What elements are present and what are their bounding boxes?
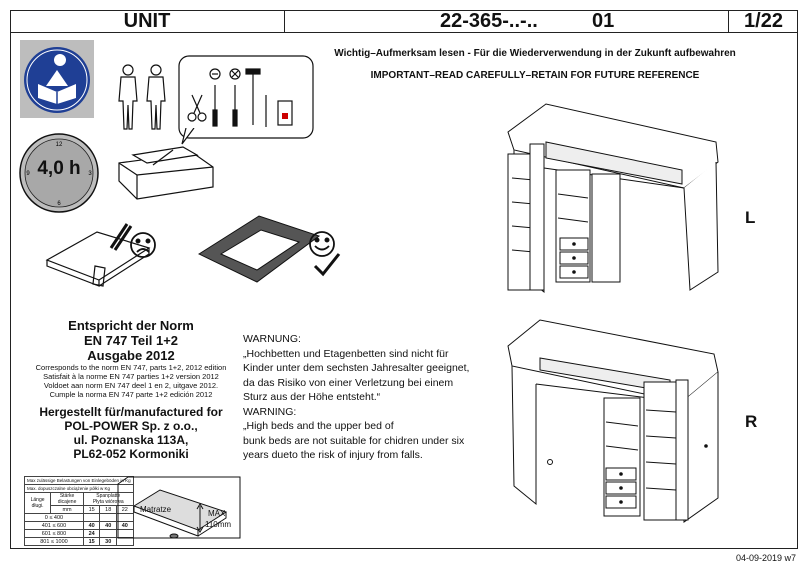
assembly-clock-icon: 12 3 6 9	[19, 133, 99, 213]
variant-right-label: R	[745, 412, 758, 431]
toolbox-icon	[118, 146, 214, 200]
norm-title: Entspricht der Norm EN 747 Teil 1+2 Ausg…	[68, 318, 194, 363]
hard-floor-wrong-icon	[45, 223, 151, 287]
product-code-number: 01	[592, 10, 615, 32]
bed-right-variant-illustration	[507, 319, 719, 523]
bubble-tail	[181, 128, 195, 145]
header-divider	[10, 32, 798, 33]
svg-text:3: 3	[88, 171, 92, 177]
sad-face-icon	[130, 232, 156, 258]
read-manual-icon	[20, 40, 94, 118]
max-value: 110mm	[205, 520, 232, 529]
warning-text: WARNUNG: „Hochbetten und Etagenbetten si…	[243, 333, 470, 461]
svg-text:6: 6	[57, 201, 61, 207]
bed-left-variant-illustration	[507, 103, 719, 294]
assembly-time: 4,0 h	[37, 158, 81, 179]
unit-label: UNIT	[123, 10, 171, 32]
norm-translations: Corresponds to the norm EN 747, parts 1+…	[35, 363, 227, 399]
shelf-load-table: Max zulässige Belastungen von Einlegeböd…	[23, 476, 134, 546]
page-frame	[10, 10, 798, 549]
svg-text:9: 9	[26, 171, 30, 177]
svg-text:12: 12	[56, 142, 63, 148]
mattress-height-diagram	[117, 476, 241, 539]
max-label: MAX	[208, 509, 226, 518]
header-separator	[284, 10, 285, 33]
carpet-correct-icon	[197, 215, 321, 283]
happy-face-check-icon	[309, 231, 341, 277]
notice-en: IMPORTANT–READ CAREFULLY–RETAIN FOR FUTU…	[370, 70, 700, 81]
two-persons-icon	[118, 64, 166, 130]
mattress-label: Matratze	[140, 505, 172, 514]
footer-date: 04-09-2019 w7	[735, 553, 796, 563]
product-code: 22-365-..-..	[440, 10, 538, 32]
manufacturer-info: Hergestellt für/manufactured for POL-POW…	[39, 405, 223, 461]
page-number: 1/22	[744, 10, 783, 32]
header-separator	[728, 10, 729, 33]
tools-icon	[178, 55, 314, 139]
variant-left-label: L	[745, 208, 756, 227]
notice-de: Wichtig–Aufmerksam lesen - Für die Wiede…	[334, 48, 736, 59]
